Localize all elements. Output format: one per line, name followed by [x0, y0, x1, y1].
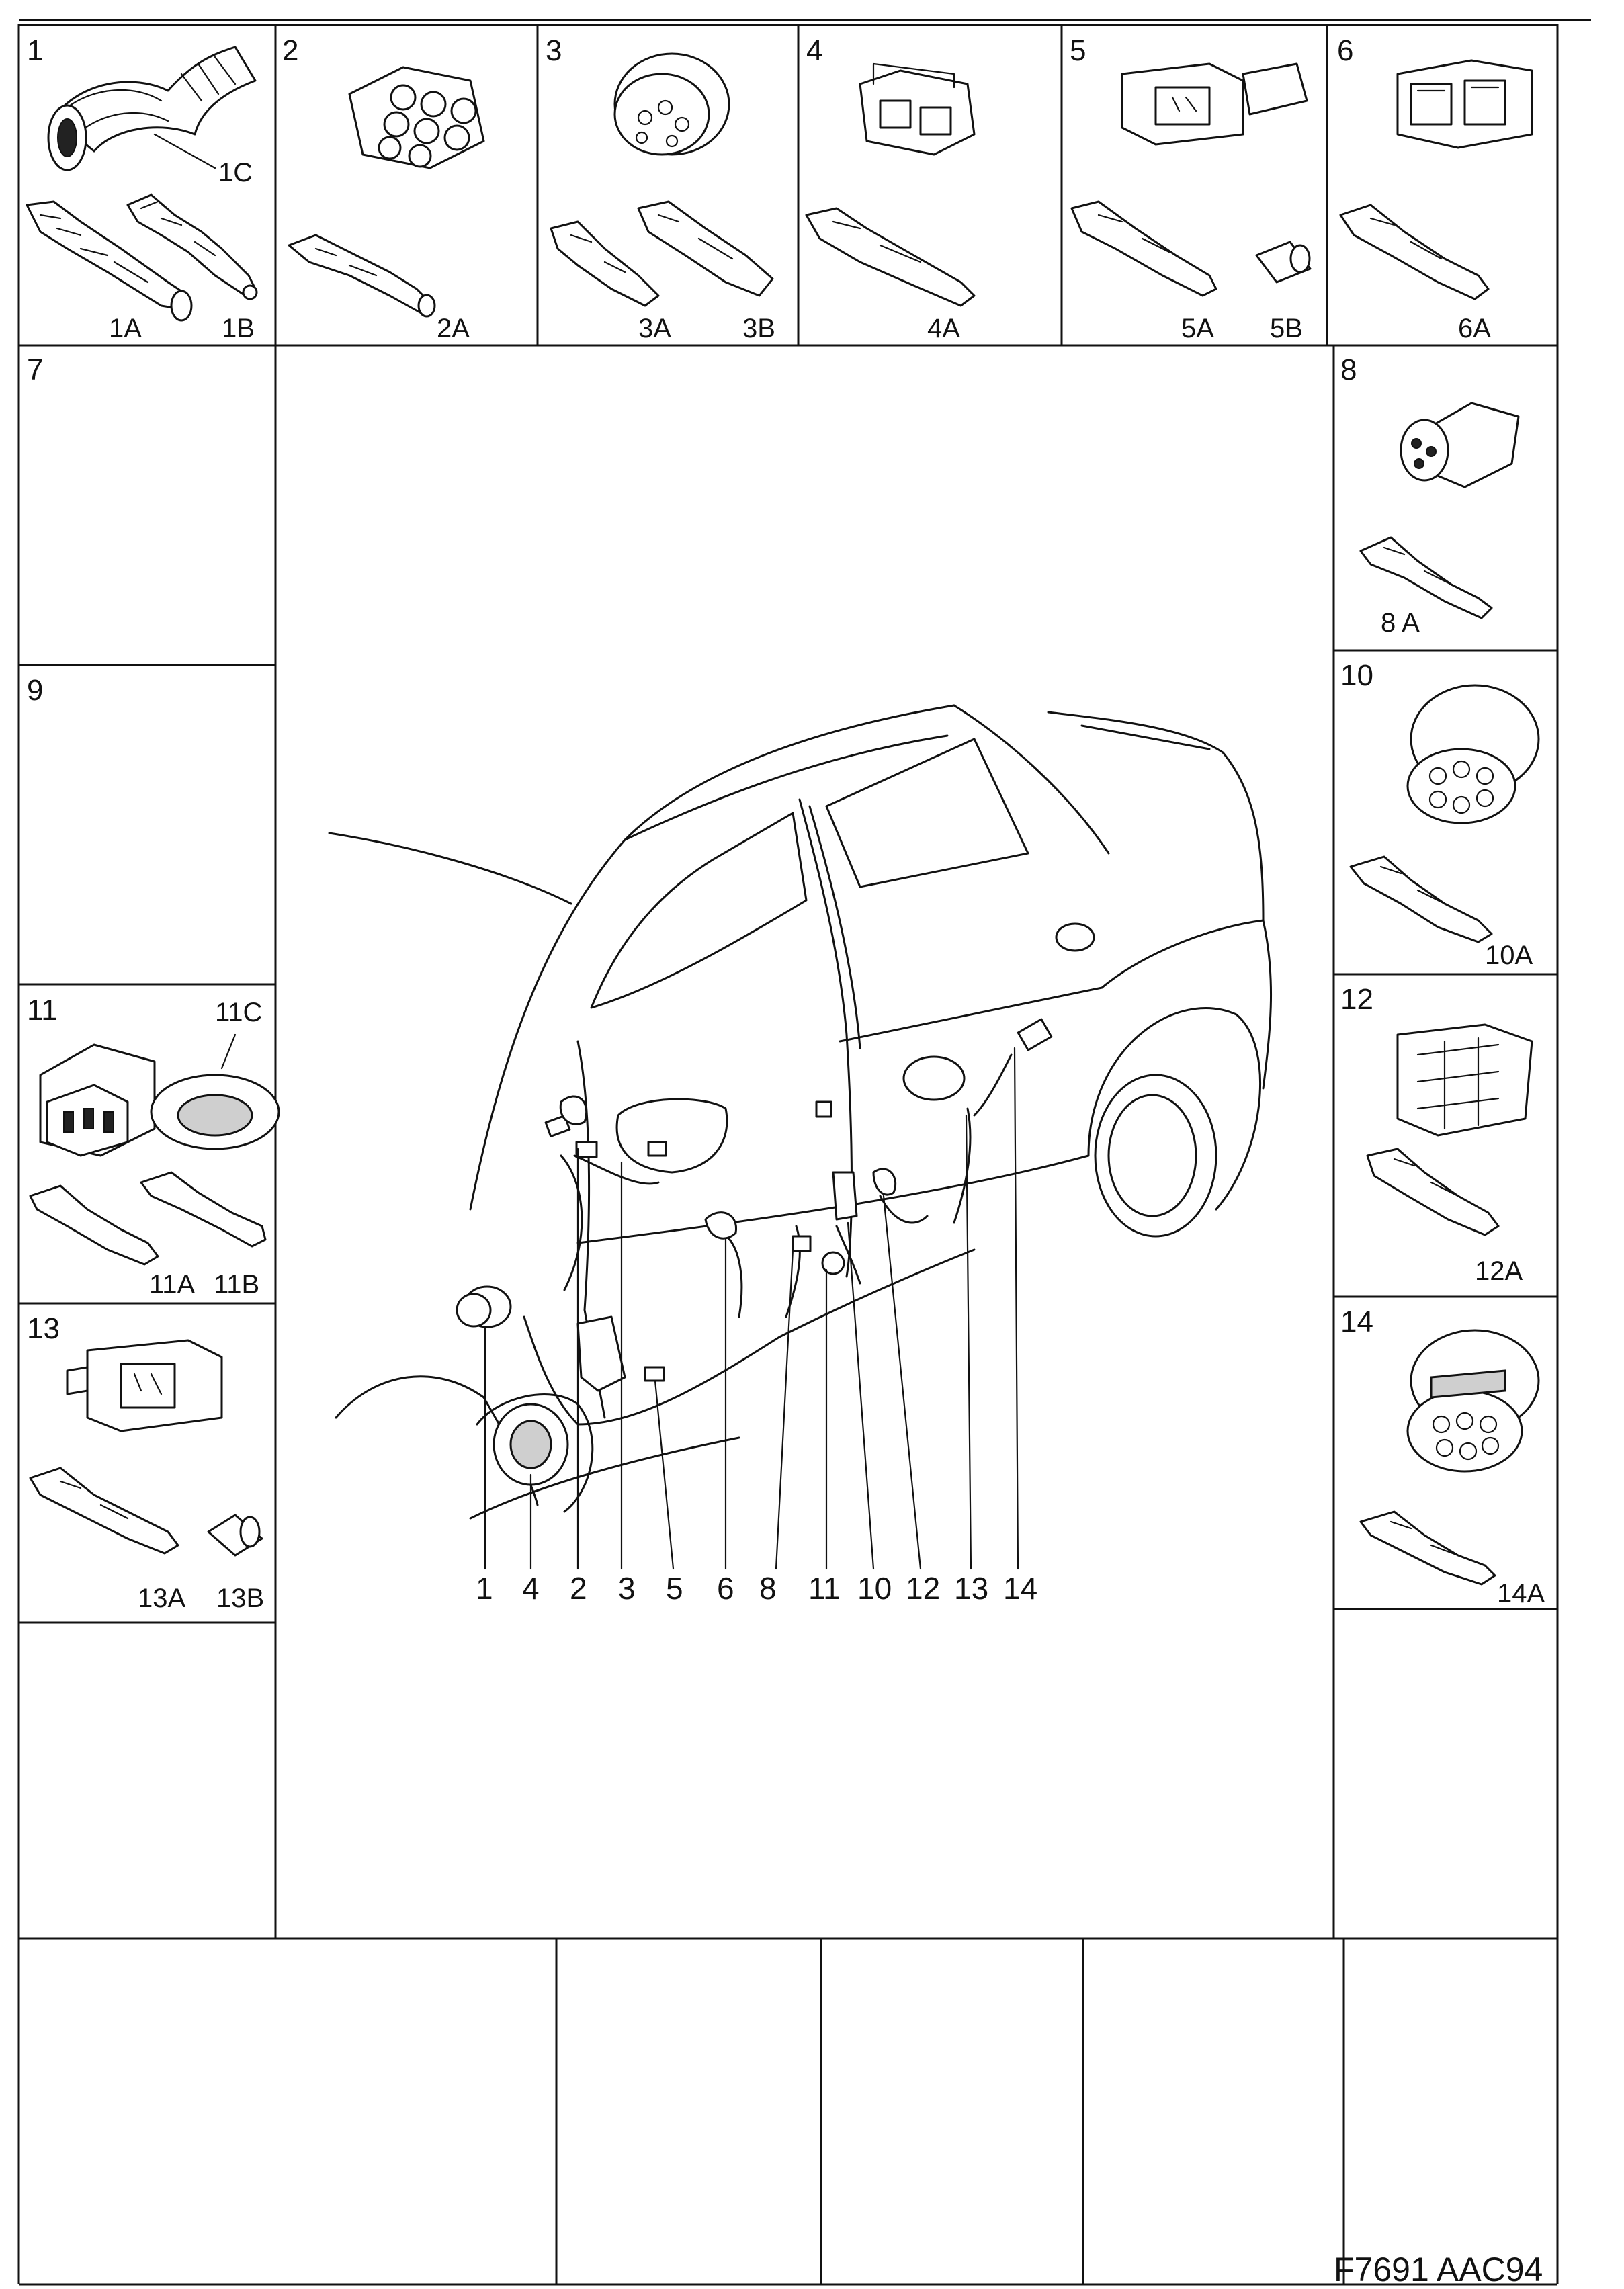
cell-6-terminal [1339, 204, 1490, 300]
cell-11-part-a-label: 11A [149, 1270, 196, 1299]
cell-1-callout-label: 1C [218, 158, 253, 187]
cell-1-part-b-label: 1B [222, 314, 255, 343]
cell-13-part-a-label: 13A [138, 1584, 185, 1613]
cell-5-part-a-label: 5A [1181, 314, 1214, 343]
cell-14-number: 14 [1340, 1305, 1373, 1338]
cell-4-terminal [805, 207, 976, 307]
cell-10-number: 10 [1340, 659, 1373, 692]
cell-13-part-b-label: 13B [216, 1584, 264, 1613]
cell-12-part-a-label: 12A [1475, 1256, 1523, 1286]
cell-8-number: 8 [1340, 353, 1357, 386]
cell-3-connector [613, 52, 730, 156]
cell-14-connector [1406, 1329, 1540, 1473]
cell-6-number: 6 [1337, 34, 1353, 67]
cell-14-part-a-label: 14A [1497, 1579, 1545, 1608]
cell-4-part-a-label: 4A [927, 314, 960, 343]
car-callout-numbers: 1 4 2 3 5 6 8 11 10 12 13 14 [476, 1571, 1037, 1606]
cell-numbers: 1 2 3 4 5 6 7 8 9 10 11 12 13 14 [27, 34, 1373, 1345]
cell-12-number: 12 [1340, 983, 1373, 1016]
cell-1-conduit: 1C [47, 46, 257, 187]
car-callout-6: 6 [717, 1571, 734, 1606]
cell-11-grommet [150, 1033, 280, 1150]
cell-10-terminal [1349, 855, 1493, 943]
cell-2-connector [348, 66, 485, 169]
cell-13-connector [66, 1339, 223, 1432]
cell-3-part-a-label: 3A [638, 314, 671, 343]
cell-5-part-b-label: 5B [1270, 314, 1303, 343]
cell-1-number: 1 [27, 34, 43, 67]
cell-5-connector [1121, 62, 1308, 146]
cell-11-callout-label: 11C [215, 998, 262, 1027]
cell-8-terminal [1359, 536, 1493, 619]
cell-3-terminal-a [550, 220, 660, 307]
cell-12-terminal [1366, 1148, 1500, 1236]
cell-11-terminal-b [140, 1171, 267, 1248]
car-callout-10: 10 [857, 1571, 892, 1606]
cell-13-terminal [29, 1467, 179, 1555]
cell-7-number: 7 [27, 353, 43, 386]
cell-13-number: 13 [27, 1312, 60, 1345]
cell-11-part-b-label: 11B [214, 1270, 259, 1299]
cell-10-part-a-label: 10A [1485, 941, 1533, 970]
cell-9-number: 9 [27, 674, 43, 707]
cell-2-number: 2 [282, 34, 298, 67]
figure-code: F7691 AAC94 [1334, 2251, 1543, 2288]
car-callout-5: 5 [666, 1571, 683, 1606]
cell-5-number: 5 [1070, 34, 1086, 67]
cell-5-seal [1255, 241, 1312, 284]
cell-1-terminal-b [126, 193, 258, 300]
cell-1-terminal-a [26, 200, 193, 322]
car-callout-4: 4 [522, 1571, 540, 1606]
grid-frame [17, 19, 1591, 2286]
car-callout-13: 13 [954, 1571, 988, 1606]
cell-12-connector [1396, 1023, 1533, 1137]
cell-3-terminal-b [637, 200, 774, 297]
cell-2-terminal [288, 234, 436, 318]
car-callout-11: 11 [808, 1571, 841, 1606]
cell-13-seal [207, 1514, 263, 1557]
cell-3-part-b-label: 3B [742, 314, 775, 343]
cell-4-number: 4 [806, 34, 822, 67]
cell-11-connector [39, 1043, 156, 1157]
cell-6-part-a-label: 6A [1458, 314, 1491, 343]
cell-5-terminal [1070, 200, 1217, 297]
car-callout-1: 1 [476, 1571, 493, 1606]
car-callout-3: 3 [618, 1571, 636, 1606]
car-illustration [328, 704, 1273, 1520]
car-callout-leaders [484, 1047, 1019, 1570]
cell-8-part-a-label: 8 A [1381, 608, 1420, 638]
car-callout-12: 12 [906, 1571, 940, 1606]
cell-4-connector [859, 62, 976, 156]
cell-11-number: 11 [27, 994, 58, 1027]
cell-1-part-a-label: 1A [109, 314, 142, 343]
cell-3-number: 3 [546, 34, 562, 67]
car-callout-2: 2 [570, 1571, 587, 1606]
car-callout-14: 14 [1003, 1571, 1037, 1606]
cell-10-connector [1406, 684, 1540, 824]
cell-8-connector [1400, 402, 1520, 488]
cell-6-connector [1396, 59, 1533, 149]
cell-2-part-a-label: 2A [437, 314, 470, 343]
cell-11-terminal-a [29, 1184, 159, 1266]
car-callout-8: 8 [759, 1571, 777, 1606]
cell-14-terminal [1359, 1510, 1496, 1586]
